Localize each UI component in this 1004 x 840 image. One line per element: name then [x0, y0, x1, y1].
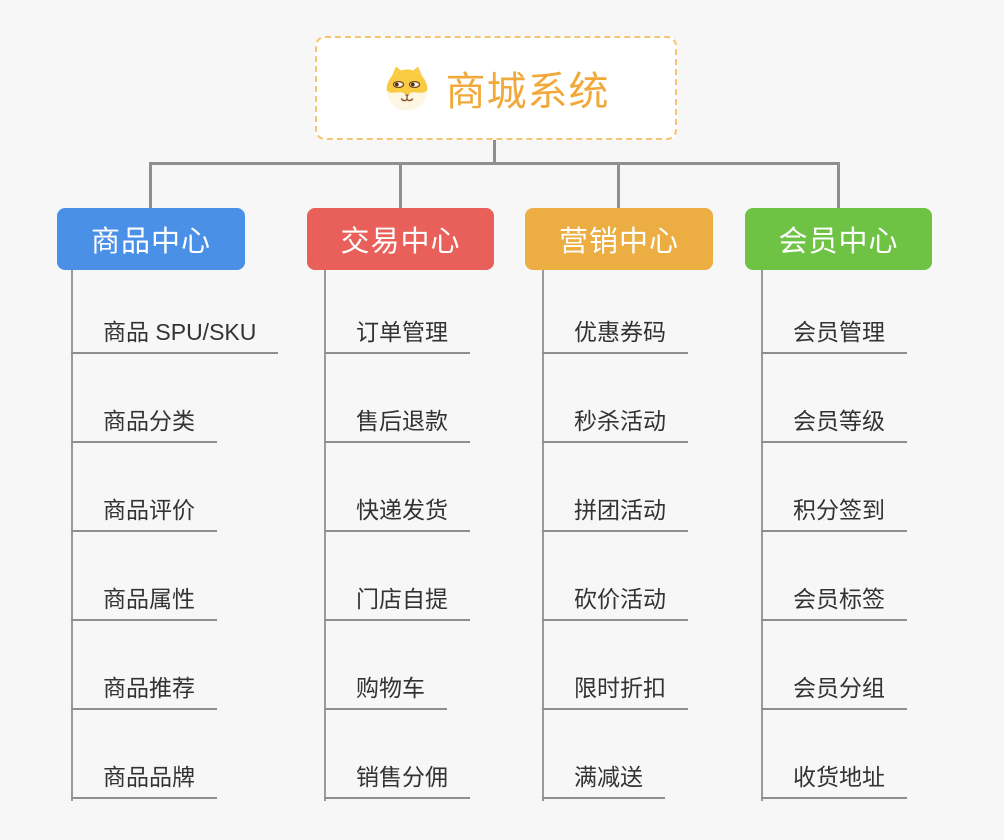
connector-trunk-trade — [324, 270, 326, 801]
leaf-item[interactable]: 拼团活动 — [542, 494, 688, 532]
leaf-item[interactable]: 门店自提 — [324, 583, 470, 621]
connector-drop-member — [837, 162, 840, 210]
connector-drop-trade — [399, 162, 402, 210]
leaf-item[interactable]: 会员等级 — [761, 405, 907, 443]
leaf-item[interactable]: 秒杀活动 — [542, 405, 688, 443]
branch-label: 商品中心 — [90, 226, 211, 258]
leaf-item[interactable]: 商品 SPU/SKU — [71, 316, 279, 354]
leaf-item[interactable]: 商品评价 — [71, 494, 217, 532]
connector-trunk-member — [761, 270, 763, 801]
branch-label: 交易中心 — [340, 226, 461, 258]
branch-label: 营销中心 — [558, 226, 679, 258]
branch-node-marketing[interactable]: 营销中心 — [525, 208, 713, 270]
branch-node-trade[interactable]: 交易中心 — [307, 208, 494, 270]
connector-drop-marketing — [617, 162, 620, 210]
connector-bus — [149, 162, 840, 165]
leaf-item[interactable]: 限时折扣 — [542, 672, 688, 710]
connector-root-stem — [493, 140, 496, 164]
leaf-item[interactable]: 收货地址 — [761, 761, 907, 799]
leaf-item[interactable]: 商品分类 — [71, 405, 217, 443]
leaf-item[interactable]: 满减送 — [542, 761, 665, 799]
leaf-item[interactable]: 商品品牌 — [71, 761, 217, 799]
shiba-dog-icon — [383, 64, 431, 112]
leaf-item[interactable]: 会员管理 — [761, 316, 907, 354]
leaf-item[interactable]: 会员分组 — [761, 672, 907, 710]
leaf-item[interactable]: 商品属性 — [71, 583, 217, 621]
leaf-item[interactable]: 售后退款 — [324, 405, 470, 443]
leaf-item[interactable]: 积分签到 — [761, 494, 907, 532]
leaf-item[interactable]: 订单管理 — [324, 316, 470, 354]
leaf-item[interactable]: 商品推荐 — [71, 672, 217, 710]
leaf-item[interactable]: 销售分佣 — [324, 761, 470, 799]
branch-label: 会员中心 — [778, 226, 899, 258]
connector-drop-product — [149, 162, 152, 210]
leaf-item[interactable]: 砍价活动 — [542, 583, 688, 621]
root-title: 商城系统 — [445, 70, 610, 114]
connector-trunk-product — [71, 270, 73, 801]
leaf-item[interactable]: 优惠券码 — [542, 316, 688, 354]
leaf-item[interactable]: 购物车 — [324, 672, 447, 710]
root-node[interactable]: 商城系统 — [315, 36, 677, 140]
branch-node-member[interactable]: 会员中心 — [745, 208, 932, 270]
leaf-item[interactable]: 快递发货 — [324, 494, 470, 532]
branch-node-product[interactable]: 商品中心 — [57, 208, 245, 270]
leaf-item[interactable]: 会员标签 — [761, 583, 907, 621]
connector-trunk-marketing — [542, 270, 544, 801]
